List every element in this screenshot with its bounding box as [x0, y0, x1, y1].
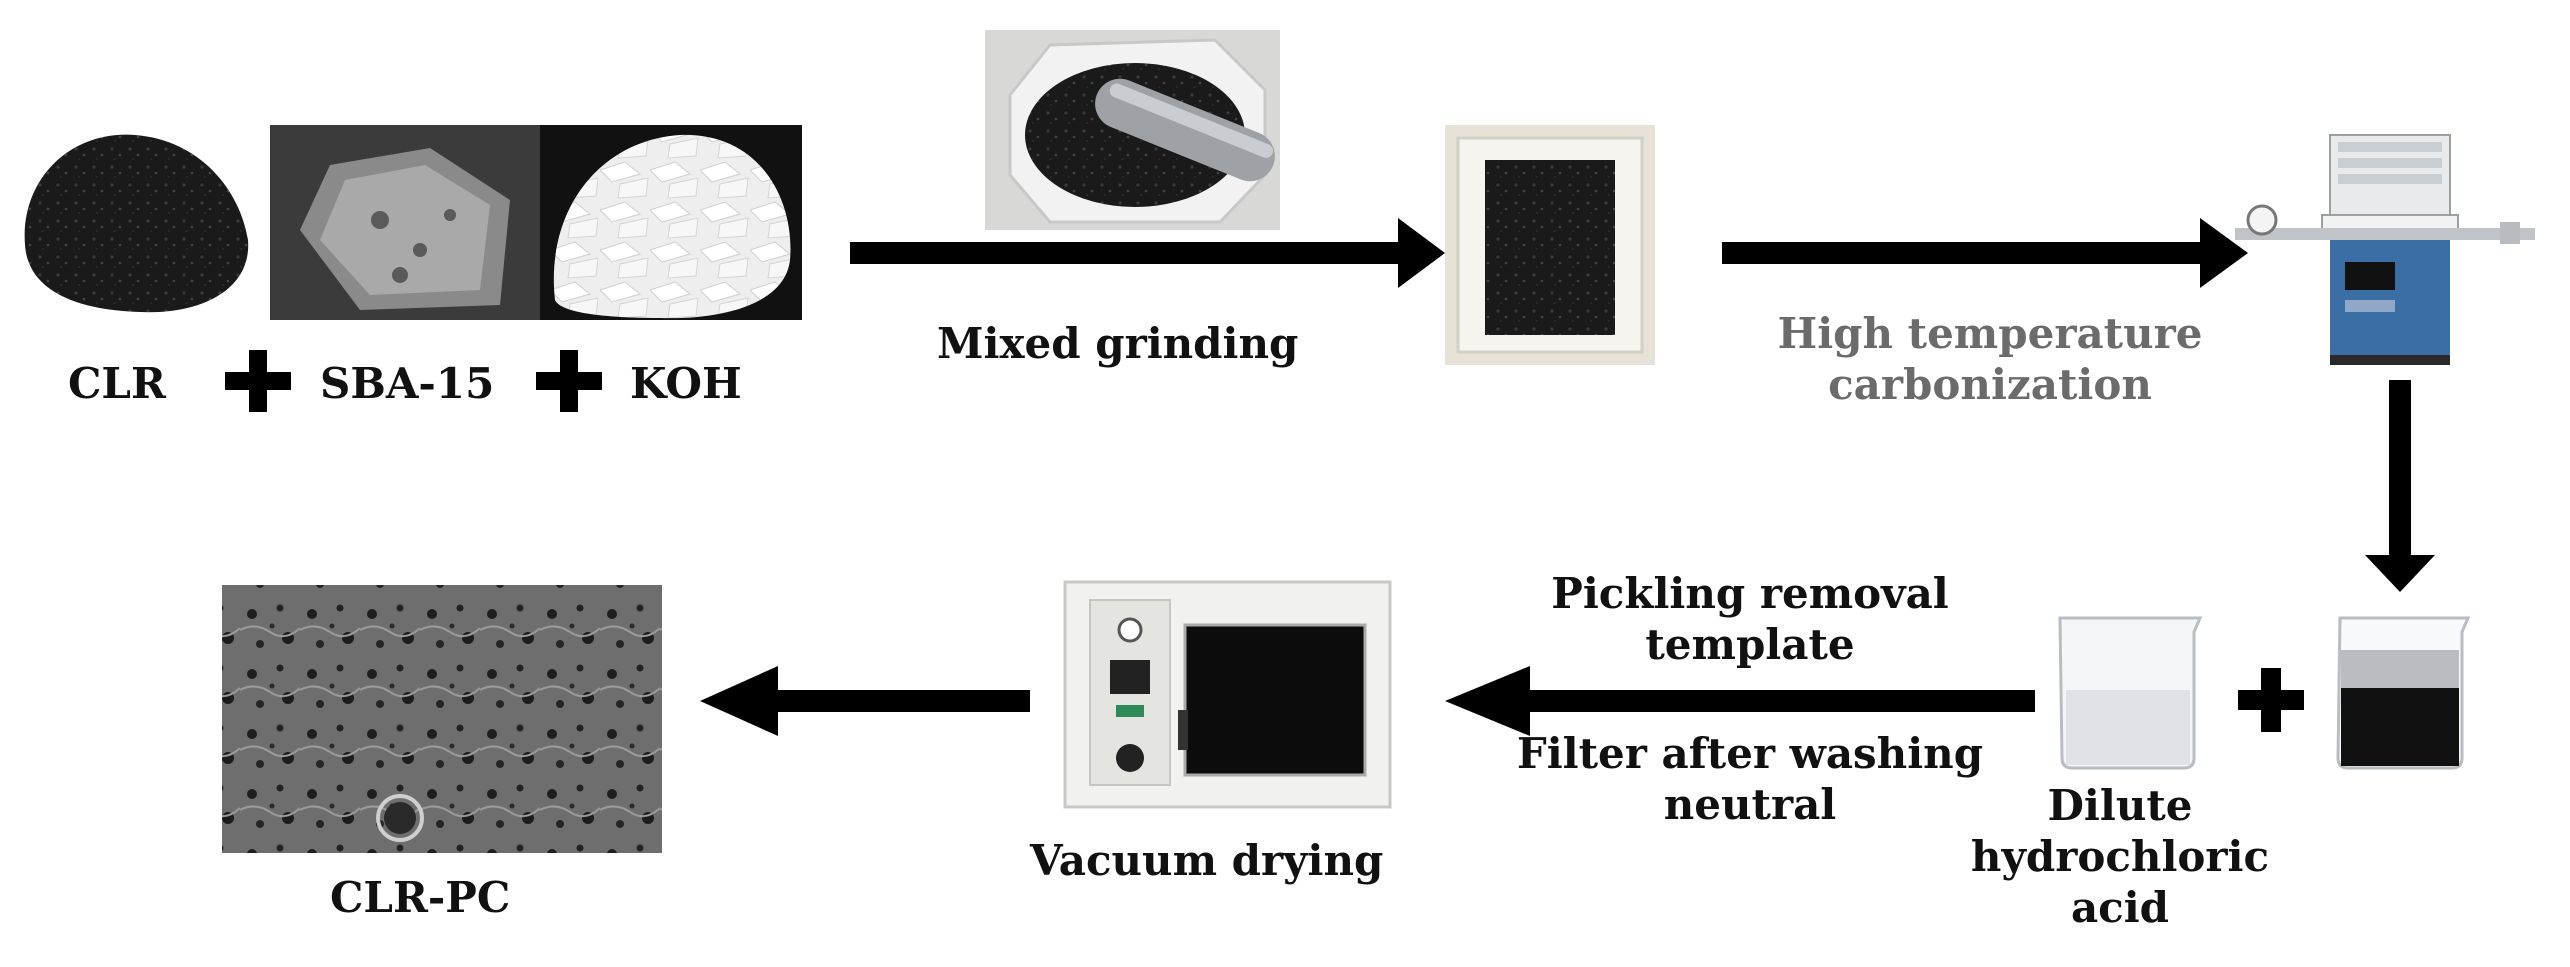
arrow-carbonization: [1722, 218, 2248, 288]
plus-icon-2: [536, 350, 602, 412]
label-filter-line1: Filter after washing: [1516, 729, 1984, 778]
label-carbonization-line2: carbonization: [1828, 360, 2152, 410]
arrow-down: [2365, 380, 2435, 592]
clr-pc-sem-image: [222, 585, 662, 853]
label-pickling-line2: template: [1645, 620, 1855, 670]
beaker-carbon-image: [2336, 616, 2471, 770]
label-acid-line2: hydrochloric: [1970, 832, 2270, 882]
label-pickling: Pickling removal template: [1480, 568, 2020, 670]
label-acid-line1: Dilute: [2047, 781, 2193, 830]
beaker-acid-image: [2058, 616, 2203, 770]
crucible-boat-image: [1445, 125, 1655, 365]
plus-icon-1: [225, 350, 291, 412]
plus-icon-3: [2238, 668, 2304, 732]
label-carbonization-line1: High temperature: [1777, 309, 2203, 358]
arrow-pickling: [1445, 666, 2035, 736]
label-filter-line2: neutral: [1663, 780, 1837, 830]
label-mixed-grinding: Mixed grinding: [937, 319, 1299, 368]
label-pickling-line1: Pickling removal: [1551, 569, 1949, 618]
label-acid-line3: acid: [2070, 883, 2170, 933]
label-carbonization: High temperature carbonization: [1745, 308, 2235, 410]
clr-powder-image: [24, 134, 249, 313]
label-dilute-acid: Dilute hydrochloric acid: [1950, 780, 2290, 934]
label-filter: Filter after washing neutral: [1460, 728, 2040, 830]
arrow-mixed-grinding: [850, 218, 1445, 288]
koh-flakes-image: [540, 125, 802, 320]
arrow-to-product: [700, 666, 1030, 736]
label-sba15: SBA-15: [320, 359, 495, 408]
label-koh: KOH: [630, 359, 742, 408]
vacuum-oven-image: [1063, 580, 1392, 809]
sba15-sem-image: [270, 125, 540, 320]
tube-furnace-image: [2235, 134, 2535, 365]
label-vacuum-drying: Vacuum drying: [1030, 836, 1384, 885]
label-clr-pc: CLR-PC: [330, 873, 511, 922]
label-clr: CLR: [68, 359, 166, 408]
mortar-pestle-image: [985, 30, 1280, 230]
